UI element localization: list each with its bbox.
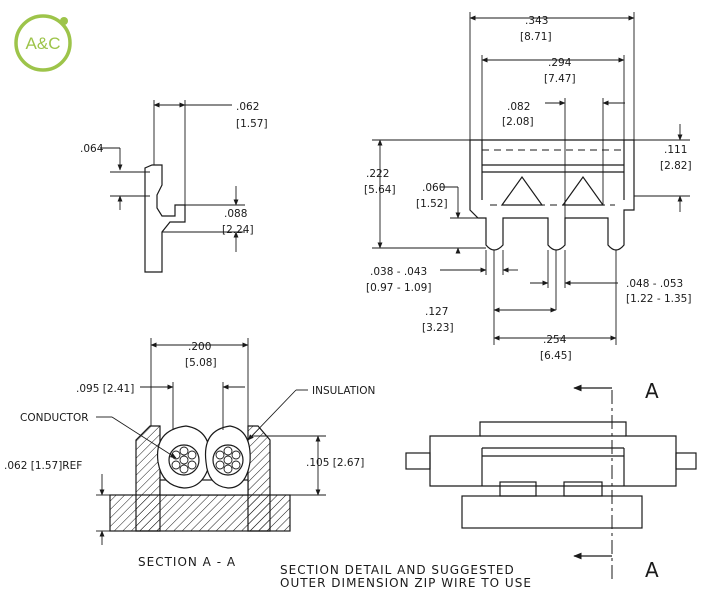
dim-top-mm: [2.82] (660, 160, 692, 172)
dim-section-inner: .095 [2.41] (76, 383, 134, 395)
dim-overall: .343 (525, 15, 548, 27)
conductor-left (168, 444, 200, 476)
front-view: .343 [8.71] .294 [7.47] .082 [2.08] .111… (364, 12, 692, 362)
wall-left (135, 425, 161, 532)
wall-right (247, 425, 271, 532)
header-body (469, 139, 635, 251)
dim-inner-mm: [7.47] (544, 73, 576, 85)
dim-height-mm: [5.64] (364, 184, 396, 196)
dim-foot: .088 (224, 208, 247, 220)
wire-insulation-left (156, 425, 211, 489)
dim-inner: .294 (548, 57, 572, 69)
contact-right (561, 175, 605, 206)
section-marker-top: A (645, 379, 659, 403)
dim-pitch: .127 (425, 306, 448, 318)
dim-slot: .060 (422, 182, 445, 194)
caption-line1: SECTION DETAIL AND SUGGESTED (280, 563, 515, 577)
housing-outline (429, 421, 677, 487)
label-conductor: CONDUCTOR (20, 412, 89, 424)
section-marker-bottom: A (645, 558, 659, 582)
plan-view: A A SECTION DETAIL AND SUGGESTED OUTER D… (280, 379, 697, 590)
dim-pitch-mm: [3.23] (422, 322, 454, 334)
dim-height: .222 (366, 168, 389, 180)
dim-foot-mm: [2.24] (222, 224, 254, 236)
dim-tip: .082 (507, 101, 530, 113)
contact-left (500, 175, 544, 206)
dim-width: .062 (236, 101, 259, 113)
caption-line2: OUTER DIMENSION ZIP WIRE TO USE (280, 576, 532, 590)
dim-overall-mm: [8.71] (520, 31, 552, 43)
terminal-profile (144, 164, 186, 273)
dim-section-width-mm: [5.08] (185, 357, 217, 369)
section-caption: SECTION A - A (138, 555, 236, 569)
dim-slot-mm: [1.52] (416, 198, 448, 210)
logo-text: A&C (26, 34, 61, 53)
dim-section-width: .200 (188, 341, 211, 353)
dim-gap-mm: [1.22 - 1.35] (626, 293, 691, 305)
dim-width-mm: [1.57] (236, 118, 268, 130)
dim-gap: .048 - .053 (626, 278, 683, 290)
dim-pin: .038 - .043 (370, 266, 427, 278)
section-view: .200 [5.08] .095 [2.41] .105 [2.67] .062… (4, 338, 375, 569)
conductor-right (212, 444, 244, 476)
dim-pin-mm: [0.97 - 1.09] (366, 282, 431, 294)
plan-base (461, 495, 643, 529)
dim-tip-mm: [2.08] (502, 116, 534, 128)
dim-top: .111 (664, 144, 687, 156)
dim-span-mm: [6.45] (540, 350, 572, 362)
brand-logo: A&C (14, 14, 72, 72)
dim-left: .064 (80, 143, 104, 155)
dim-section-ref: .062 [1.57]REF (4, 460, 82, 472)
dim-section-height: .105 [2.67] (306, 457, 364, 469)
wire-insulation-right (204, 425, 251, 489)
label-insulation: INSULATION (312, 385, 375, 397)
side-view: .062 [1.57] .064 .088 [2.24] (80, 100, 268, 273)
dim-span: .254 (543, 334, 567, 346)
